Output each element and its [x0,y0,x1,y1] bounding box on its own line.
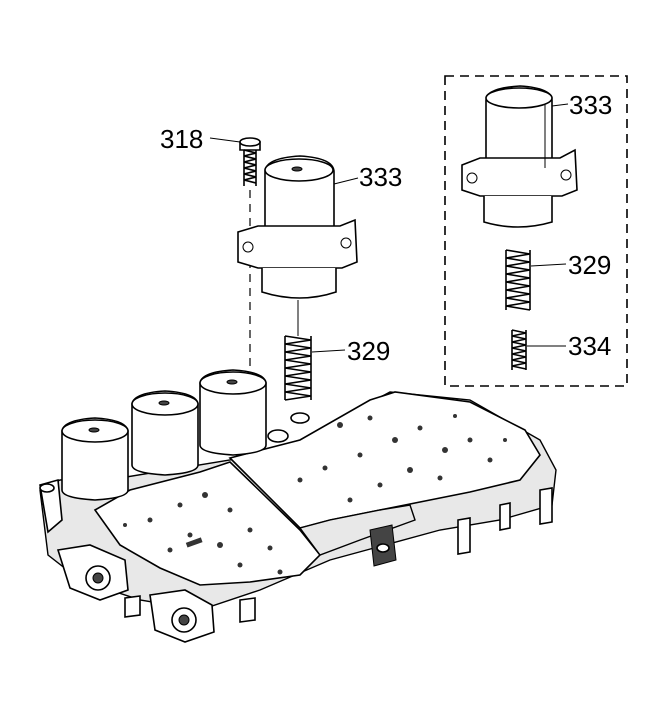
bolt [239,137,261,186]
callout-solenoid-main: 333 [359,162,402,192]
body-solenoid-1 [61,417,129,501]
callout-bolt: 318 [160,124,203,154]
inset-spring-large [505,249,531,311]
connector-center [149,589,215,643]
valve-body-assembly [39,369,557,643]
inset-solenoid [461,85,578,228]
callout-spring-inset-small: 334 [568,331,611,361]
callout-spring-inset-large: 329 [568,250,611,280]
inset-spring-small [511,329,527,370]
callout-spring-main: 329 [347,336,390,366]
body-solenoid-3 [199,369,267,456]
callout-solenoid-inset: 333 [569,90,612,120]
main-solenoid [237,155,358,299]
connector-left [56,544,129,601]
main-spring [284,300,312,401]
inset-dashed-box [444,75,628,387]
body-solenoid-2 [131,390,199,476]
